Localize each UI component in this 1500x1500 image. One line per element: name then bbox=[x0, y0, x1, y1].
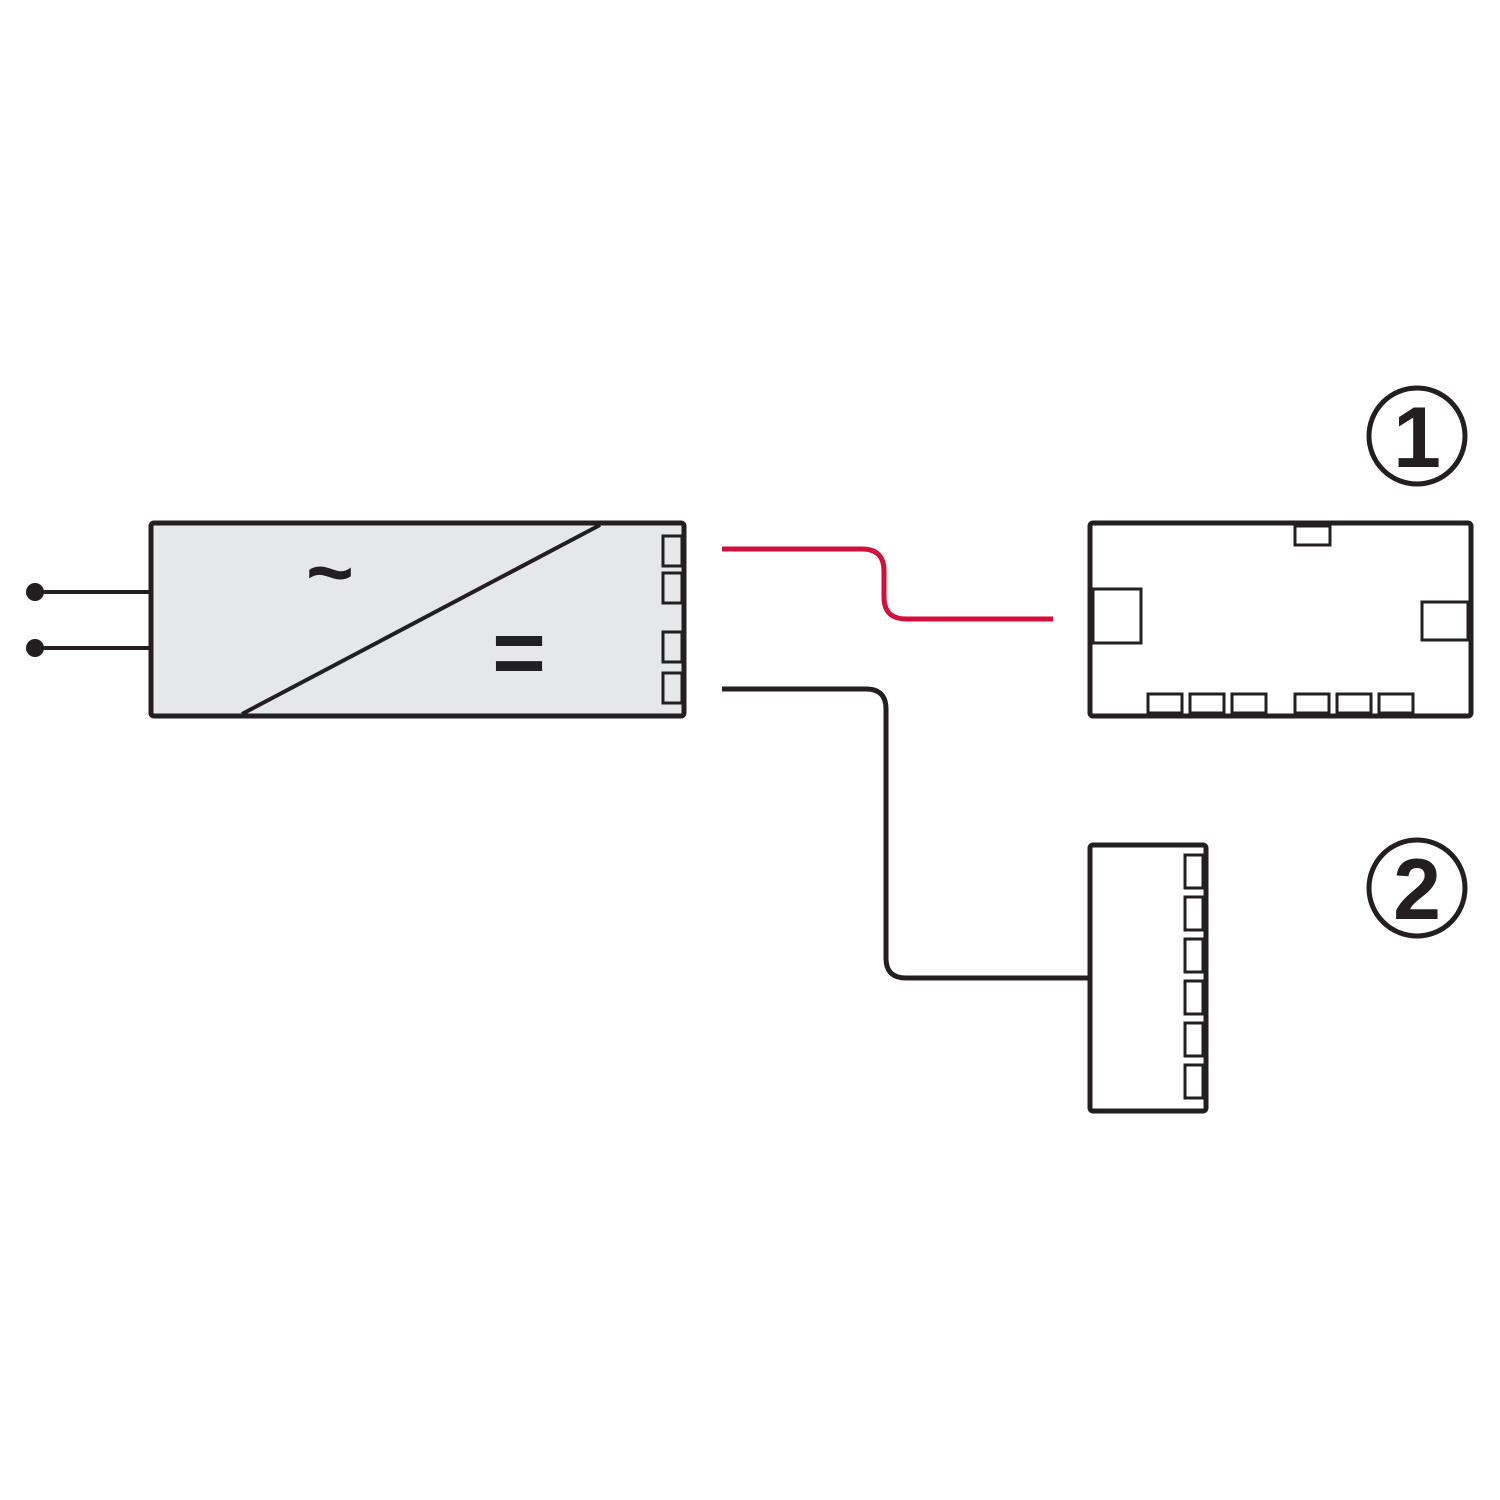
ac-symbol: ~ bbox=[306, 527, 354, 618]
transformer: ~ = bbox=[148, 520, 687, 719]
mains-input bbox=[26, 583, 151, 657]
transformer-divider bbox=[241, 523, 601, 716]
output-port bbox=[661, 671, 684, 705]
label-1-circle bbox=[1366, 385, 1468, 487]
transformer-output-ports bbox=[661, 534, 684, 705]
distributor-1-output-port bbox=[1188, 692, 1226, 715]
label-2: 2 bbox=[1366, 837, 1468, 939]
distributor-1-input-port bbox=[1091, 587, 1143, 645]
distributor-1-output-port bbox=[1293, 692, 1331, 715]
distributor-1-output-port bbox=[1146, 692, 1184, 715]
distributor-2-output-port bbox=[1183, 895, 1205, 932]
distributor-2 bbox=[1087, 842, 1209, 1114]
distributor-1-body bbox=[1087, 520, 1474, 719]
output-port bbox=[661, 630, 684, 664]
red-cable bbox=[722, 546, 1053, 622]
mains-terminal-dot bbox=[26, 583, 44, 601]
distributor-2-output-port bbox=[1183, 1021, 1205, 1058]
distributor-2-output-port bbox=[1183, 853, 1205, 890]
output-port bbox=[661, 534, 684, 568]
distributor-1-output-port bbox=[1230, 692, 1268, 715]
mains-terminal-dot bbox=[26, 639, 44, 657]
distributor-2-output-port bbox=[1183, 1063, 1205, 1100]
distributor-1-output-port bbox=[1335, 692, 1373, 715]
label-1: 1 bbox=[1366, 385, 1468, 487]
distributor-1 bbox=[1087, 520, 1474, 719]
label-2-text: 2 bbox=[1393, 842, 1441, 938]
dc-symbol: = bbox=[492, 602, 546, 704]
distributor-1-top-port bbox=[1293, 524, 1332, 547]
distributor-2-body bbox=[1087, 842, 1209, 1114]
label-1-text: 1 bbox=[1393, 390, 1441, 486]
distributor-1-output-port bbox=[1377, 692, 1415, 715]
distributor-2-output-port bbox=[1183, 937, 1205, 974]
distributor-2-output-port bbox=[1183, 979, 1205, 1016]
distributor-1-side-port bbox=[1420, 600, 1470, 642]
label-2-circle bbox=[1366, 837, 1468, 939]
output-port bbox=[661, 571, 684, 605]
black-cable bbox=[722, 686, 1090, 981]
